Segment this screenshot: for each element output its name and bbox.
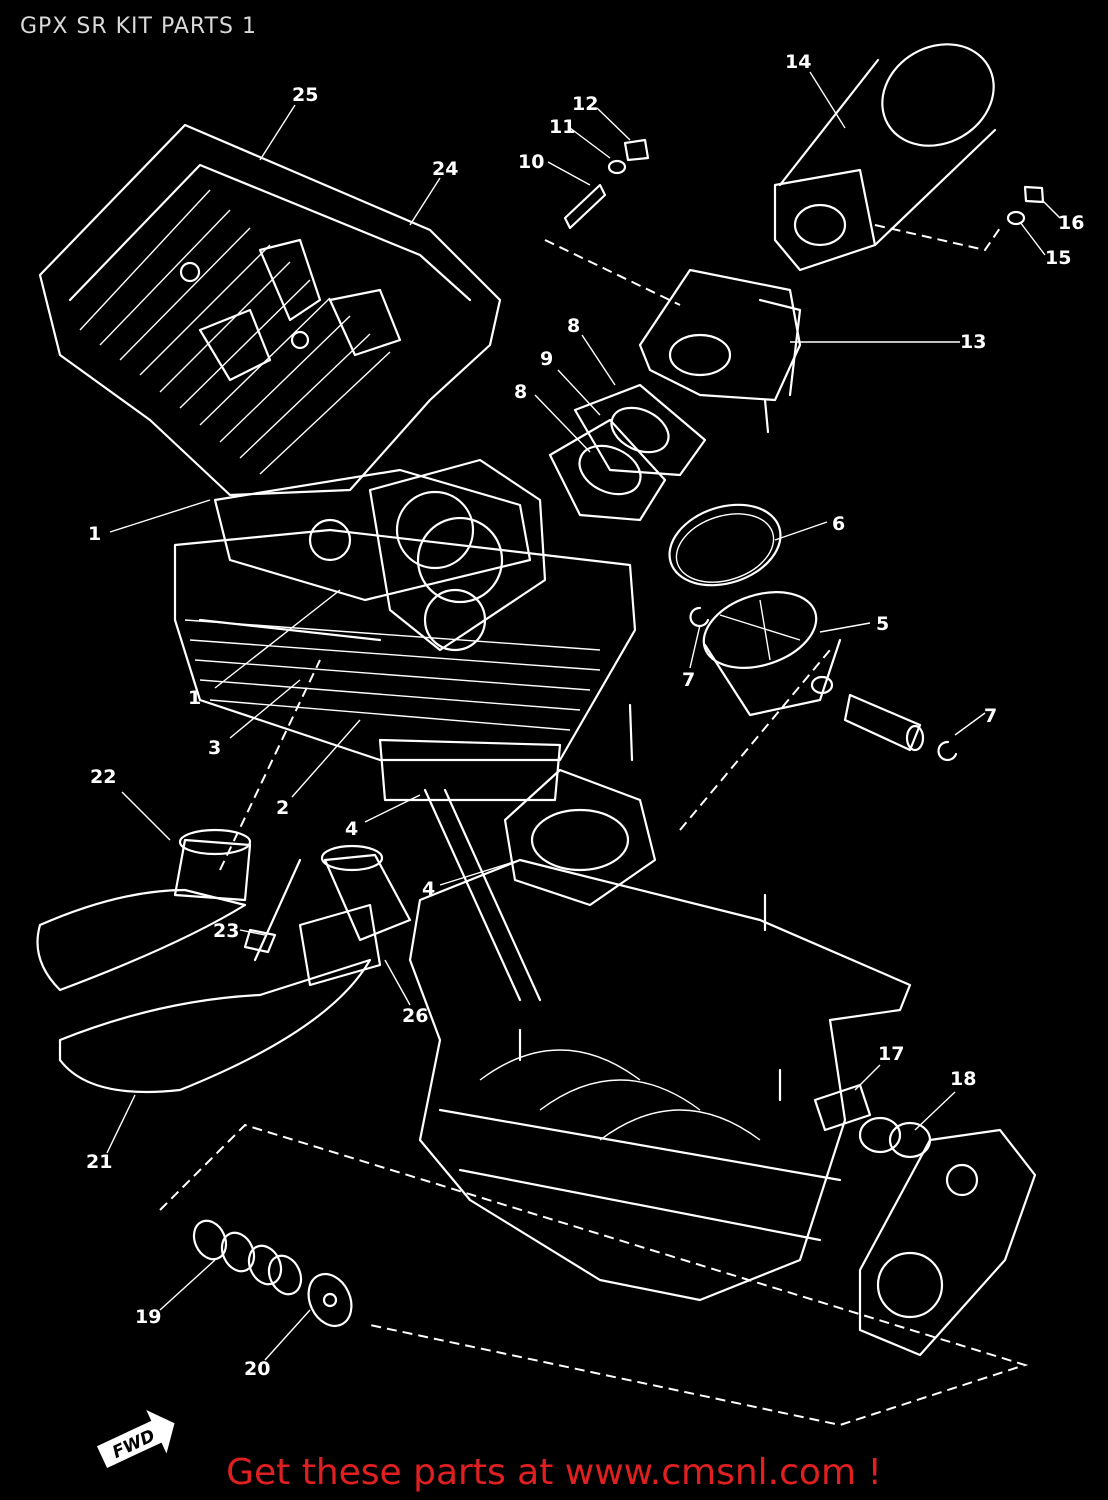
crankcase <box>408 858 912 1302</box>
spring-and-washer <box>192 1219 353 1327</box>
callout-21: 21 <box>86 1151 112 1173</box>
callout-6: 6 <box>832 513 845 535</box>
callout-22: 22 <box>90 766 116 788</box>
callout-4: 4 <box>345 818 358 840</box>
cylinder-head-cover <box>38 123 502 497</box>
callout-8: 8 <box>567 315 580 337</box>
assembly-guide-lines <box>159 224 1029 1427</box>
callout-25: 25 <box>292 84 318 106</box>
piston <box>702 591 842 717</box>
cylinder-base-gasket <box>423 703 657 1002</box>
air-funnel <box>773 43 997 272</box>
callout-17: 17 <box>878 1043 904 1065</box>
intake-gaskets <box>548 383 707 522</box>
side-cover <box>813 1083 1037 1357</box>
intake-manifold <box>638 268 802 434</box>
callout-15: 15 <box>1045 247 1071 269</box>
callout-11: 11 <box>549 116 575 138</box>
piston-pin-and-clips <box>689 606 958 762</box>
callout-4: 4 <box>422 878 435 900</box>
callout-1: 1 <box>188 687 201 709</box>
callout-24: 24 <box>432 158 458 180</box>
page-title: GPX SR KIT PARTS 1 <box>20 14 257 39</box>
callout-9: 9 <box>540 348 553 370</box>
callout-7: 7 <box>984 705 997 727</box>
callout-26: 26 <box>402 1005 428 1027</box>
callout-16: 16 <box>1058 212 1084 234</box>
callout-5: 5 <box>876 613 889 635</box>
callout-numbers: 1 1 3 2 4 4 5 6 7 7 8 8 9 10 11 12 13 14… <box>86 51 1084 1380</box>
fasteners <box>563 138 1045 230</box>
callout-18: 18 <box>950 1068 976 1090</box>
callout-19: 19 <box>135 1306 161 1328</box>
fwd-arrow-icon <box>96 1409 175 1468</box>
callout-12: 12 <box>572 93 598 115</box>
callout-14: 14 <box>785 51 811 73</box>
callout-13: 13 <box>960 331 986 353</box>
callout-leaders <box>106 71 1061 1361</box>
callout-8: 8 <box>514 381 527 403</box>
callout-7: 7 <box>682 669 695 691</box>
callout-1: 1 <box>88 523 101 545</box>
callout-3: 3 <box>208 737 221 759</box>
callout-10: 10 <box>518 151 544 173</box>
callout-2: 2 <box>276 797 289 819</box>
coolant-hoses <box>36 828 412 1094</box>
callout-23: 23 <box>213 920 239 942</box>
callout-20: 20 <box>244 1358 270 1380</box>
piston-ring <box>668 503 782 587</box>
head-gasket <box>213 458 547 652</box>
footer-cta-link[interactable]: Get these parts at www.cmsnl.com ! <box>226 1452 882 1493</box>
